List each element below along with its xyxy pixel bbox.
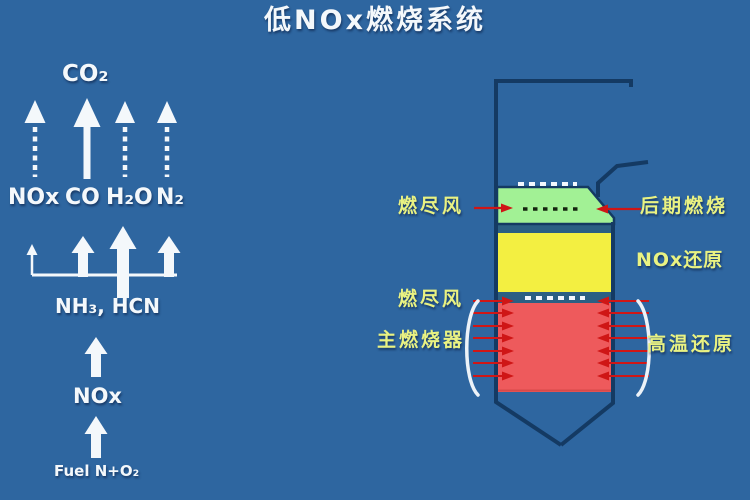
furnace-nose xyxy=(596,160,649,197)
label-main-burner: 主燃烧器 xyxy=(377,329,466,351)
right-bracket xyxy=(636,299,651,397)
right-arrow-icon xyxy=(501,203,513,213)
left-bracket xyxy=(465,299,480,397)
label-nox-reduction: NOx还原 xyxy=(636,249,724,271)
lower-flow-arrows xyxy=(84,337,108,458)
furnace-outline xyxy=(494,79,649,447)
furnace-left-wall xyxy=(494,79,633,447)
burner-arrows-right xyxy=(597,296,649,381)
label-co2: CO₂ xyxy=(62,61,109,87)
page-title: 低NOx燃烧系统 xyxy=(264,5,486,36)
up-arrow-icon xyxy=(26,244,38,255)
label-n2: N₂ xyxy=(156,185,185,210)
thick-stem xyxy=(164,251,174,277)
up-arrow-icon xyxy=(71,236,95,253)
thick-stem xyxy=(78,251,88,277)
up-arrow-icon xyxy=(109,226,137,249)
thick-stem xyxy=(117,246,129,298)
label-co: CO xyxy=(65,185,100,210)
label-fuel: Fuel N+O₂ xyxy=(54,462,140,480)
up-arrow-icon xyxy=(84,416,108,434)
burner-arrows-left xyxy=(473,296,514,381)
label-late-combustion: 后期燃烧 xyxy=(640,195,729,217)
label-h2o: H₂O xyxy=(106,185,153,210)
label-overfire-air-lower: 燃尽风 xyxy=(398,288,465,310)
furnace-right-wall xyxy=(559,222,615,447)
up-arrow-icon xyxy=(84,337,108,354)
solid-stem xyxy=(91,353,101,377)
high-temp-reduction-zone xyxy=(497,303,614,392)
branch-manifold-arrows xyxy=(26,226,181,298)
left-arrow-icon xyxy=(596,204,608,214)
nox-reduction-zone xyxy=(497,233,614,292)
zone-separator xyxy=(497,224,614,233)
zone-separator xyxy=(497,292,614,303)
solid-stem xyxy=(91,433,101,458)
label-high-temp-reduction: 高温还原 xyxy=(647,333,736,355)
label-nox-product: NOx xyxy=(8,185,60,210)
up-arrow-icon xyxy=(157,236,181,253)
up-arrow-icon xyxy=(115,101,135,123)
label-nox: NOx xyxy=(73,384,122,408)
label-overfire-air-upper: 燃尽风 xyxy=(398,195,465,217)
flue-gas-arrows xyxy=(24,98,177,179)
up-arrow-icon xyxy=(73,98,101,127)
label-nh3-hcn: NH₃, HCN xyxy=(55,294,160,318)
up-arrow-icon xyxy=(24,100,46,123)
up-arrow-icon xyxy=(157,101,177,123)
burnout-zone-arrows xyxy=(474,203,641,214)
